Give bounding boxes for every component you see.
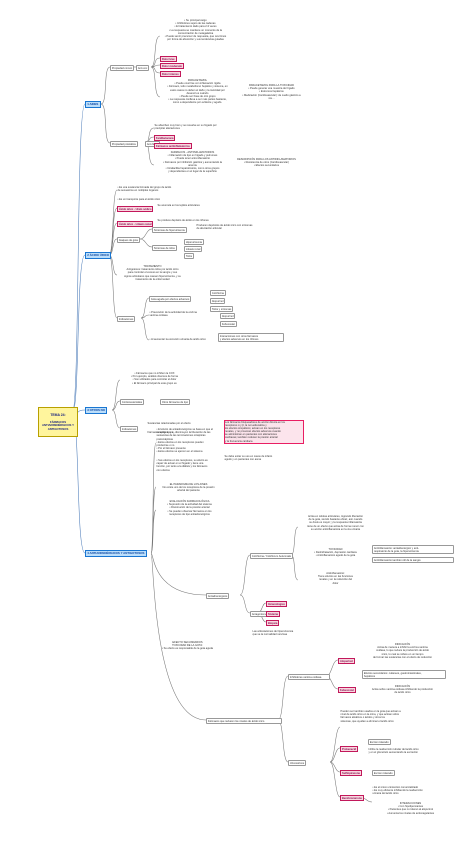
colchicina-toxicidad: TOXICIDAD • Deshidratación, depresión ca…	[314, 548, 357, 558]
indicaciones[interactable]: Indicaciones	[117, 316, 136, 323]
section-antiadrenergicos[interactable]: 4 ANTIADRENÉRGICOS Y ANTIGOTOSOS	[85, 550, 147, 557]
evaluacion-farmacologica: EVALUACIÓN FARMACOLÓGICA • Supresión de …	[167, 500, 212, 516]
litiasis-renal-box[interactable]: Ácido úrico - Litiasis renal	[117, 221, 154, 228]
anti-cox[interactable]: Anti-cox	[136, 65, 150, 72]
colchicina-resultado-2[interactable]: Antiinflamatorio también útil de la sang…	[372, 557, 454, 564]
sulfinpirazona[interactable]: Sulfinpirazona	[340, 770, 362, 777]
acido-urico-def: • Es una sustancia formada del grupo de …	[117, 186, 172, 193]
leaf-tofos[interactable]: Tofos	[184, 253, 194, 260]
excrecion-note: • Al aumentar la excreción urinaria de á…	[149, 338, 206, 342]
paradigma-aines: EL PARADIGMA DE LOS AINES No existe uno …	[162, 483, 215, 493]
root-topic[interactable]: TEMA 24: FÁRMACOS ANTIADRENÉRGICOS Y ANT…	[38, 407, 78, 437]
dolor-moderado[interactable]: Dolor moderado	[160, 63, 185, 70]
probenecid[interactable]: Probenecid	[340, 746, 359, 753]
anti-cox-notes: • Su principal cargo • Inhibidores sujet…	[164, 19, 227, 41]
sulfinpirazona-note[interactable]: Es bien tolerado	[372, 770, 395, 777]
tofos-sintomas[interactable]: Tofos y síntomas	[210, 306, 234, 313]
efectos-secundarios: EFECTO SECUNDARIOS TOXICIDAD DE LA GOTA:…	[162, 641, 213, 651]
hiperuricemia-note: Producen depósitos de ácido úrico con sí…	[196, 224, 253, 231]
colchicina-resultado-1[interactable]: Antiinflamatorio: antiadrenérgico y anti…	[372, 545, 454, 555]
bloqueadores-note: Los fármacos bloqueadores de acción dire…	[224, 420, 304, 444]
antiinflamatorios-descripcion: DESCRIPCIÓN PARA LOS ANTIINFLAMATORIOS •…	[237, 158, 296, 168]
febuxostat-indicacion: INDICACIÓN Actúa sobre xantina oxidasa i…	[371, 685, 434, 695]
farmacos-antiinflamatorios[interactable]: Fármacos antiinflamatorios	[154, 143, 192, 150]
interacciones-note[interactable]: Interacciones con otros fármacos y efect…	[218, 333, 284, 343]
antiinflamatorio-mk: Antiinflamatorio: Tiene efectos en las f…	[318, 572, 353, 585]
articulaciones-note: Las articulaciones de hiperuricemia que …	[252, 630, 294, 637]
probenecid-note[interactable]: Es bien tolerado	[368, 739, 391, 746]
otros-def: • Fármacos que no inhiben la COX • Por e…	[131, 372, 178, 385]
alopurinol-leaf-2[interactable]: Alopurinol	[220, 313, 236, 320]
benzbromarona-note: • Es el único uricosúrico comercializado…	[372, 786, 423, 796]
sustancias-relacionadas: Sustancias relacionadas por el efecto	[147, 422, 191, 426]
indicaciones-otros[interactable]: Indicaciones	[120, 426, 139, 433]
xantina-note: • Prevención de la actividad de la enzim…	[149, 311, 197, 318]
colchicina-accion: Actúa en células articulares, logrando l…	[307, 515, 364, 531]
colchicina-leaf[interactable]: Colchicina	[210, 290, 226, 297]
receptores-note: • Sus efectos en los receptores, su efec…	[156, 459, 208, 472]
biopsia[interactable]: Bíopsia	[266, 620, 280, 627]
leaf-litiasis[interactable]: Litiasis renal	[184, 246, 203, 253]
uricosuricos-note: Pueden ser también usados en la gota que…	[340, 710, 401, 723]
antiinflamatorios-notes: FARMACOS - ANTIINFLAMATORIOS • Inflamaci…	[163, 151, 222, 173]
benzbromarona[interactable]: Benzbromarona	[340, 795, 364, 802]
sintomas-hiperuricemia[interactable]: Síntomas de hiperuricemia	[152, 227, 187, 234]
paracetamol-notes: PARACETAMOL • Puede ocurrirse con inflam…	[167, 79, 228, 104]
inmunologico[interactable]: Inmunológico	[266, 601, 288, 608]
gota-aguda[interactable]: Gota aguda por efectos adversos	[149, 296, 192, 303]
antiadrenergicos-def: • El efecto de antiadrenérgicos se basa …	[156, 428, 213, 453]
section-otros[interactable]: 3 OTROS NO	[85, 407, 108, 414]
urato-sodico[interactable]: Ácido úrico - Urato sódico	[117, 206, 154, 213]
uricosuricos[interactable]: Uricosúricos	[288, 760, 307, 767]
tratamiento-antigotosos: TRATAMIENTO Antigotosos: tratamiento tof…	[124, 265, 181, 281]
colchicina-autumnale[interactable]: Colchicina / Colchicum Autumnale	[250, 553, 293, 560]
febuxostat[interactable]: Febuxostat	[338, 687, 356, 694]
fenilbutazona[interactable]: Fenilbutazona	[154, 135, 176, 142]
benzbromarona-interacciones: INTERACCIONES • Con hipolipemiantes • Pa…	[386, 802, 435, 815]
farmacos-antigotosos: Fármacos antigotosos	[147, 431, 174, 435]
alopurinol[interactable]: Alopurinol	[338, 658, 355, 665]
corticoesteroides[interactable]: Corticoesteroides	[120, 399, 144, 406]
ataques-de-gota[interactable]: Ataques de gota	[117, 237, 140, 244]
acido-urico-transporte: • Es un transporte para el ácido úrico	[117, 198, 161, 202]
alopurinol-efectos[interactable]: Efectos secundarios: cutáneos, gastroint…	[362, 670, 446, 680]
dolor-intenso[interactable]: Dolor intenso	[160, 71, 181, 78]
dolor-leve[interactable]: Dolor leve	[160, 56, 177, 63]
otros-farmacos[interactable]: Otros fármacos de tipo	[160, 399, 191, 406]
febuxostat-leaf[interactable]: Febuxostat	[220, 321, 237, 328]
sintomas-tofos[interactable]: Síntomas de tofos	[152, 245, 177, 252]
leaf-hiperuricemia[interactable]: Hiperuricemia	[184, 239, 204, 246]
alopurinol-indicacion: INDICACIÓN Actúa de manera a inhibir la …	[372, 643, 433, 659]
absorcion-note: Se absorben muy bien y se resuelve en su…	[154, 124, 217, 131]
bloqueadores-note-2: Se debe evitar su uso en casos de infart…	[224, 455, 273, 462]
litiasis-note: Se produce depósito de ácido en los riño…	[157, 219, 209, 223]
probenecid-accion: Inhibe la reabsorción tubular del ácido …	[368, 748, 419, 755]
propiedad-comun[interactable]: Propiedad común	[110, 65, 135, 72]
root-title: TEMA 24:	[50, 413, 66, 417]
inhibidores-xantina-oxidasa[interactable]: Inhibidores xantina oxidasa	[288, 674, 330, 681]
farmacos-reducen-acido-urico[interactable]: Fármacos que reducen los niveles de ácid…	[206, 718, 282, 725]
sistema[interactable]: Sistema	[266, 611, 280, 618]
propiedad-prostatica[interactable]: Propiedad prostática	[110, 141, 138, 148]
urato-note: Se acumula en los tejidos articulares	[157, 204, 200, 208]
antiadrenergicos-box[interactable]: Antiadrenérgicos	[206, 593, 230, 600]
root-subtitle: FÁRMACOS ANTIADRENÉRGICOS Y ANTIGOTOSOS	[42, 420, 74, 431]
section-aines[interactable]: 1 AINES	[85, 101, 101, 108]
alopurinol-leaf[interactable]: Alopurinol	[210, 298, 226, 305]
section-acido-urico[interactable]: 2 ÁCIDO ÚRICO	[85, 252, 112, 259]
paracetamol-toxicidad: PARACETAMOL PARA LA TOXICIDAD • Puede ge…	[242, 84, 301, 100]
